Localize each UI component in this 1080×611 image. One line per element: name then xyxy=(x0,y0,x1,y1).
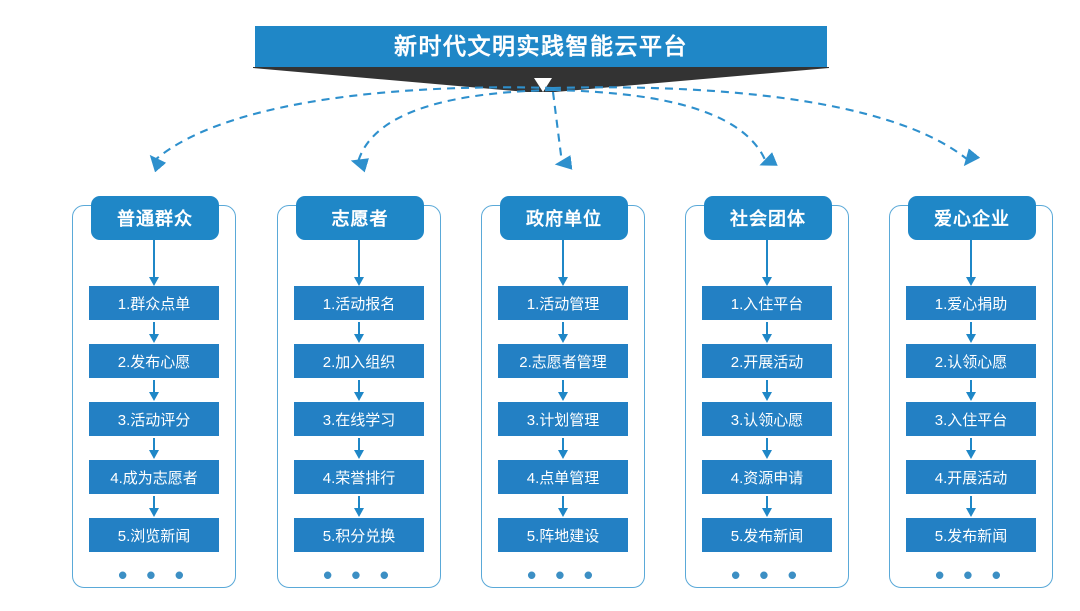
list-item[interactable]: 3.在线学习 xyxy=(294,402,424,436)
column-body: 1.活动报名 2.加入组织 3.在线学习 4.荣誉排行 5.积分兑换 • • • xyxy=(277,240,441,588)
arrow-down-icon xyxy=(354,322,364,343)
arrow-down-icon xyxy=(558,438,568,459)
arrow-down-icon xyxy=(762,380,772,401)
list-item[interactable]: 3.计划管理 xyxy=(498,402,628,436)
connector-to-column-2 xyxy=(350,88,554,173)
arrow-down-icon xyxy=(558,380,568,401)
platform-title-banner: 新时代文明实践智能云平台 xyxy=(253,26,829,92)
arrow-down-icon xyxy=(966,438,976,459)
arrow-down-icon xyxy=(558,496,568,517)
page-title: 新时代文明实践智能云平台 xyxy=(394,33,688,59)
arrow-down-icon xyxy=(557,240,568,286)
more-items-ellipsis: • • • xyxy=(118,560,190,590)
list-item[interactable]: 4.成为志愿者 xyxy=(89,460,219,494)
list-item[interactable]: 2.开展活动 xyxy=(702,344,832,378)
list-item[interactable]: 1.群众点单 xyxy=(89,286,219,320)
column-body: 1.群众点单 2.发布心愿 3.活动评分 4.成为志愿者 5.浏览新闻 • • … xyxy=(72,240,236,588)
list-item[interactable]: 4.资源申请 xyxy=(702,460,832,494)
list-item[interactable]: 2.认领心愿 xyxy=(906,344,1036,378)
list-item[interactable]: 5.发布新闻 xyxy=(906,518,1036,552)
column-ordinary-public: 普通群众 1.群众点单 2.发布心愿 3.活动评分 4.成为志愿者 5.浏览新闻… xyxy=(72,196,238,590)
list-item[interactable]: 3.入住平台 xyxy=(906,402,1036,436)
column-body: 1.爱心捐助 2.认领心愿 3.入住平台 4.开展活动 5.发布新闻 • • • xyxy=(889,240,1053,588)
arrow-down-icon xyxy=(966,496,976,517)
arrow-down-icon xyxy=(354,438,364,459)
list-item[interactable]: 4.点单管理 xyxy=(498,460,628,494)
list-item[interactable]: 5.浏览新闻 xyxy=(89,518,219,552)
column-header[interactable]: 爱心企业 xyxy=(908,196,1036,240)
arrow-down-icon xyxy=(966,380,976,401)
arrow-down-icon xyxy=(149,380,159,401)
list-item[interactable]: 5.阵地建设 xyxy=(498,518,628,552)
arrow-down-icon xyxy=(149,438,159,459)
connector-to-column-4 xyxy=(552,88,778,166)
column-government-unit: 政府单位 1.活动管理 2.志愿者管理 3.计划管理 4.点单管理 5.阵地建设… xyxy=(481,196,647,590)
more-items-ellipsis: • • • xyxy=(527,560,599,590)
column-header[interactable]: 政府单位 xyxy=(500,196,628,240)
arrow-down-icon xyxy=(762,322,772,343)
arrow-down-icon xyxy=(966,322,976,343)
connector-to-column-3 xyxy=(551,91,573,170)
list-item[interactable]: 4.开展活动 xyxy=(906,460,1036,494)
connector-to-column-1 xyxy=(149,86,554,173)
connector-to-column-5 xyxy=(552,86,981,167)
list-item[interactable]: 5.发布新闻 xyxy=(702,518,832,552)
arrow-down-icon xyxy=(148,240,159,286)
arrow-down-icon xyxy=(149,322,159,343)
arrow-down-icon xyxy=(965,240,976,286)
list-item[interactable]: 2.志愿者管理 xyxy=(498,344,628,378)
arrow-down-icon xyxy=(149,496,159,517)
arrow-down-icon xyxy=(354,496,364,517)
list-item[interactable]: 2.发布心愿 xyxy=(89,344,219,378)
list-item[interactable]: 1.入住平台 xyxy=(702,286,832,320)
list-item[interactable]: 3.活动评分 xyxy=(89,402,219,436)
list-item[interactable]: 1.爱心捐助 xyxy=(906,286,1036,320)
arrow-down-icon xyxy=(762,438,772,459)
arrow-down-icon xyxy=(761,240,772,286)
list-item[interactable]: 2.加入组织 xyxy=(294,344,424,378)
banner-bar xyxy=(255,26,827,67)
more-items-ellipsis: • • • xyxy=(731,560,803,590)
list-item[interactable]: 3.认领心愿 xyxy=(702,402,832,436)
column-header[interactable]: 社会团体 xyxy=(704,196,832,240)
arrow-down-icon xyxy=(354,380,364,401)
list-item[interactable]: 4.荣誉排行 xyxy=(294,460,424,494)
arrow-down-icon xyxy=(762,496,772,517)
arrow-down-icon xyxy=(353,240,364,286)
column-header[interactable]: 普通群众 xyxy=(91,196,219,240)
column-charity-enterprise: 爱心企业 1.爱心捐助 2.认领心愿 3.入住平台 4.开展活动 5.发布新闻 … xyxy=(889,196,1055,590)
list-item[interactable]: 5.积分兑换 xyxy=(294,518,424,552)
column-body: 1.活动管理 2.志愿者管理 3.计划管理 4.点单管理 5.阵地建设 • • … xyxy=(481,240,645,588)
more-items-ellipsis: • • • xyxy=(935,560,1007,590)
arrow-down-icon xyxy=(558,322,568,343)
column-volunteer: 志愿者 1.活动报名 2.加入组织 3.在线学习 4.荣誉排行 5.积分兑换 •… xyxy=(277,196,443,590)
list-item[interactable]: 1.活动报名 xyxy=(294,286,424,320)
role-columns: 普通群众 1.群众点单 2.发布心愿 3.活动评分 4.成为志愿者 5.浏览新闻… xyxy=(0,196,1080,596)
column-body: 1.入住平台 2.开展活动 3.认领心愿 4.资源申请 5.发布新闻 • • • xyxy=(685,240,849,588)
column-header[interactable]: 志愿者 xyxy=(296,196,424,240)
column-social-group: 社会团体 1.入住平台 2.开展活动 3.认领心愿 4.资源申请 5.发布新闻 … xyxy=(685,196,851,590)
list-item[interactable]: 1.活动管理 xyxy=(498,286,628,320)
more-items-ellipsis: • • • xyxy=(323,560,395,590)
